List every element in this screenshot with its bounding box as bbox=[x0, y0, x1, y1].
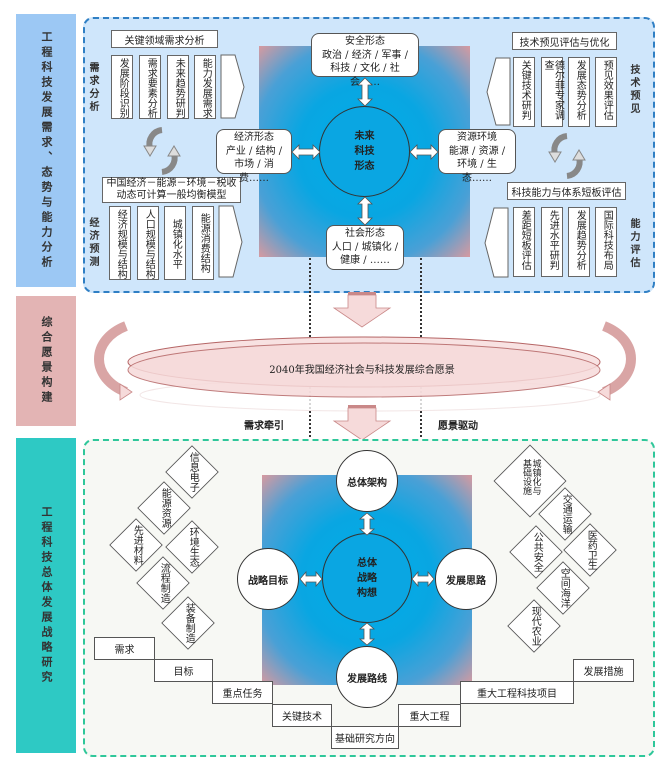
tech-foresight-item: 德尔菲专家调查 bbox=[541, 57, 564, 127]
side-label-vision-text: 综合愿景构建 bbox=[40, 316, 54, 406]
down-arrow-icon bbox=[332, 405, 392, 441]
strategy-core: 总体 战略 构想 bbox=[322, 533, 412, 623]
side-label-vision: 综合愿景构建 bbox=[16, 296, 76, 426]
economy-item: 能源消费结构 bbox=[192, 206, 214, 280]
double-arrow-icon bbox=[299, 570, 323, 588]
demand-item: 发展阶段识别 bbox=[111, 55, 133, 119]
core-line: 科技 bbox=[354, 146, 375, 157]
vision-text: 2040年我国经济社会与科技发展综合愿景 bbox=[269, 365, 455, 376]
vision-drive-label: 愿景驱动 bbox=[438, 421, 478, 432]
social-form: 社会形态 人口 / 城镇化 / 健康 / …… bbox=[326, 225, 404, 270]
economic-form-title: 经济形态 bbox=[234, 132, 274, 143]
side-label-analysis: 工程科技发展需求、态势与能力分析 bbox=[16, 14, 76, 287]
tech-foresight-item: 发展态势分析 bbox=[568, 57, 590, 127]
capability-item: 国际科技布局 bbox=[595, 207, 617, 277]
economy-model-header: 中国经济－能源－环境－税收 动态可计算一般均衡模型 bbox=[102, 177, 241, 203]
economy-arrow-icon bbox=[218, 205, 243, 278]
development-ideas: 发展思路 bbox=[435, 548, 497, 610]
tech-foresight-label: 技术预见 bbox=[628, 64, 639, 116]
tech-foresight-item: 关键技术研判 bbox=[513, 57, 535, 127]
demand-arrow-icon bbox=[220, 54, 245, 119]
double-arrow-icon bbox=[409, 144, 439, 160]
strategic-goals: 战略目标 bbox=[237, 548, 299, 610]
demand-item: 能力发展需求 bbox=[194, 55, 216, 119]
tech-foresight-item: 预见效果评估 bbox=[595, 57, 617, 127]
double-arrow-icon bbox=[291, 144, 321, 160]
social-form-line: 健康 / …… bbox=[340, 255, 390, 266]
domain-diamond: 信息电子 bbox=[165, 445, 219, 499]
step-major-tech-project: 重大工程科技项目 bbox=[460, 681, 574, 704]
domain-diamond: 医药卫生 bbox=[563, 523, 617, 577]
capability-arrow-icon bbox=[484, 207, 509, 278]
development-route: 发展路线 bbox=[336, 646, 398, 708]
domain-diamond: 公共安全 bbox=[509, 525, 563, 579]
capability-label: 能力评估 bbox=[628, 218, 639, 270]
demand-item: 需求要素分析 bbox=[139, 55, 161, 119]
double-arrow-icon bbox=[357, 77, 373, 107]
step-goal: 目标 bbox=[154, 659, 213, 682]
economy-model-header-line1: 中国经济－能源－环境－税收 bbox=[106, 178, 237, 189]
double-arrow-icon bbox=[411, 570, 435, 588]
resource-form-line: 环境 / 生态…… bbox=[457, 159, 497, 184]
step-major-project: 重大工程 bbox=[398, 704, 461, 727]
domain-diamond: 装备制造 bbox=[161, 596, 215, 650]
domain-diamond: 交通运输 bbox=[538, 487, 592, 541]
step-demand: 需求 bbox=[94, 637, 155, 660]
economy-item: 城镇化水平 bbox=[164, 206, 186, 280]
economy-item: 经济规模与结构 bbox=[109, 206, 131, 280]
tech-foresight-arrow-icon bbox=[486, 57, 511, 126]
demand-pull-label: 需求牵引 bbox=[244, 421, 284, 432]
step-measures: 发展措施 bbox=[573, 659, 634, 682]
down-arrow-icon bbox=[332, 292, 392, 328]
economy-label: 经济预测 bbox=[87, 217, 98, 269]
step-key-tech: 关键技术 bbox=[272, 704, 332, 727]
double-arrow-icon bbox=[358, 512, 376, 536]
core-line: 未来 bbox=[354, 131, 375, 142]
capability-item: 发展趋势分析 bbox=[568, 207, 590, 277]
overall-architecture: 总体架构 bbox=[336, 450, 398, 512]
security-form-line: 政治 / 经济 / 军事 / bbox=[321, 49, 408, 61]
resource-form-line: 能源 / 资源 / bbox=[448, 145, 506, 157]
resource-form-title: 资源环境 bbox=[457, 132, 497, 143]
domain-diamond: 环境生态 bbox=[165, 520, 219, 574]
side-label-analysis-text: 工程科技发展需求、态势与能力分析 bbox=[40, 30, 54, 271]
step-key-task: 重点任务 bbox=[212, 681, 273, 704]
economy-item: 人口规模与结构 bbox=[137, 206, 159, 280]
double-arrow-icon bbox=[357, 196, 373, 226]
domain-diamond: 城镇化与基础设施 bbox=[493, 444, 567, 518]
cycle-arrows-icon bbox=[548, 133, 586, 179]
domain-diamond: 先进材料 bbox=[109, 518, 163, 572]
social-form-title: 社会形态 bbox=[345, 228, 385, 239]
domain-diamond: 空间海洋 bbox=[536, 561, 590, 615]
demand-item: 未来趋势研判 bbox=[167, 55, 189, 119]
side-label-strategy-text: 工程科技总体发展战略研究 bbox=[40, 505, 54, 686]
tech-foresight-header: 技术预见评估与优化 bbox=[512, 32, 617, 50]
domain-diamond: 流程制造 bbox=[136, 556, 190, 610]
step-basic-research: 基础研究方向 bbox=[331, 726, 399, 749]
cycle-arrows-icon bbox=[143, 127, 181, 175]
economic-form: 经济形态 产业 / 结构 / 市场 / 消费…… bbox=[216, 129, 292, 184]
economy-model-header-line2: 动态可计算一般均衡模型 bbox=[116, 190, 227, 201]
core-line: 构想 bbox=[357, 587, 377, 599]
security-form: 安全形态 政治 / 经济 / 军事 / 科技 / 文化 / 社会…… bbox=[311, 33, 419, 88]
core-line: 总体 bbox=[357, 557, 377, 569]
vision-ellipses bbox=[94, 321, 636, 412]
future-tech-core: 未来 科技 形态 bbox=[319, 106, 410, 197]
domain-diamond: 能源资源 bbox=[137, 481, 191, 535]
security-form-title: 安全形态 bbox=[345, 36, 385, 47]
resource-form: 资源环境 能源 / 资源 / 环境 / 生态…… bbox=[438, 129, 516, 184]
social-form-line: 人口 / 城镇化 / bbox=[331, 241, 399, 253]
economic-form-line: 产业 / 结构 / bbox=[225, 145, 283, 157]
domain-diamond: 现代农业 bbox=[507, 599, 561, 653]
capability-header: 科技能力与体系短板评估 bbox=[507, 182, 626, 200]
economic-form-line: 市场 / 消费…… bbox=[234, 159, 274, 184]
capability-item: 先进水平研判 bbox=[541, 207, 563, 277]
capability-item: 差距短板评估 bbox=[513, 207, 535, 277]
demand-label: 需求分析 bbox=[87, 62, 98, 114]
double-arrow-icon bbox=[358, 622, 376, 646]
core-line: 战略 bbox=[357, 572, 377, 584]
side-label-strategy: 工程科技总体发展战略研究 bbox=[16, 438, 76, 753]
core-line: 形态 bbox=[354, 161, 375, 172]
demand-header: 关键领域需求分析 bbox=[111, 30, 218, 48]
